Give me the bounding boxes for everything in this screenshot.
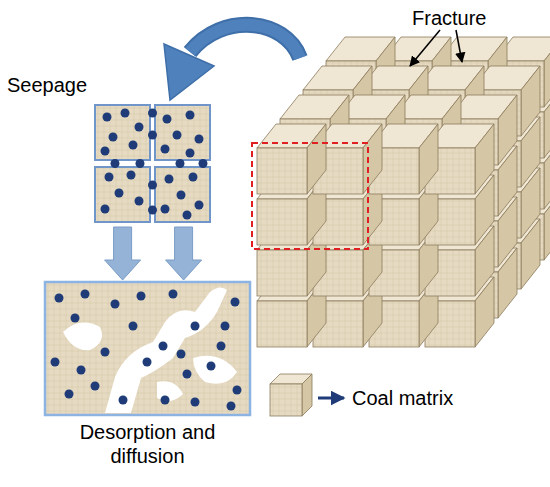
gas-molecule xyxy=(189,173,198,182)
gas-molecule xyxy=(176,159,185,168)
flow-arrow xyxy=(166,227,202,280)
matrix-block xyxy=(95,167,150,222)
part-label: Fracture xyxy=(412,6,486,30)
node-heading: Desorption and diffusion xyxy=(45,420,250,468)
gas-molecule xyxy=(135,197,144,206)
cube-front-face xyxy=(257,148,307,194)
gas-molecule xyxy=(231,298,240,307)
gas-molecule xyxy=(165,175,174,184)
selection-box xyxy=(252,143,368,249)
leader-line xyxy=(456,30,462,62)
gas-molecule xyxy=(115,189,124,198)
cube-side-face xyxy=(307,124,326,194)
gas-molecule xyxy=(159,342,168,351)
gas-molecule xyxy=(77,366,86,375)
cube-side-face xyxy=(363,124,382,194)
gas-molecule xyxy=(221,322,230,331)
gas-molecule xyxy=(227,402,236,411)
gas-molecule xyxy=(161,396,170,405)
gas-molecule xyxy=(136,159,145,168)
node-heading: Seepage xyxy=(7,73,97,97)
gas-molecule xyxy=(199,159,208,168)
gas-molecule xyxy=(105,173,114,182)
gas-molecule xyxy=(143,358,152,367)
matrix-box: Desorption and diffusion xyxy=(45,282,250,415)
cube-side-face xyxy=(498,95,517,165)
gas-molecule xyxy=(91,382,100,391)
gas-molecule xyxy=(137,292,146,301)
gas-molecule xyxy=(177,350,186,359)
legend-text: Coal matrix xyxy=(352,386,453,410)
gas-molecule xyxy=(103,113,112,122)
gas-molecule xyxy=(101,147,110,156)
curved-arrow xyxy=(190,25,300,58)
matrix-block xyxy=(155,167,210,222)
gas-molecule xyxy=(173,131,182,140)
gas-molecule xyxy=(109,133,118,142)
node-shape xyxy=(95,105,210,222)
coal-cube-block xyxy=(257,37,550,347)
leader-line xyxy=(410,30,440,66)
flow-arrow xyxy=(105,227,141,280)
cube-front-face xyxy=(257,301,307,347)
gas-molecule xyxy=(127,171,136,180)
gas-molecule xyxy=(233,386,242,395)
cube-front-face xyxy=(257,199,307,245)
gas-molecule xyxy=(71,314,80,323)
gas-molecule xyxy=(101,205,110,214)
gas-molecule xyxy=(129,141,138,150)
matrix-block xyxy=(155,105,210,160)
gas-molecule xyxy=(177,191,186,200)
gas-molecule xyxy=(161,205,170,214)
cube-side-face xyxy=(521,66,540,136)
pore xyxy=(105,287,227,413)
gas-molecule xyxy=(101,348,110,357)
matrix-frame xyxy=(45,282,250,415)
cube-front-face xyxy=(257,250,307,296)
cube-side-face xyxy=(544,37,550,107)
gas-molecule xyxy=(217,342,226,351)
seepage-box: Seepage xyxy=(95,105,210,222)
gas-molecule xyxy=(65,390,74,399)
gas-molecule xyxy=(183,370,192,379)
curved-arrow-head xyxy=(164,44,214,100)
gas-molecule xyxy=(119,396,128,405)
pore xyxy=(193,356,237,384)
gas-molecule xyxy=(191,398,200,407)
pore xyxy=(63,323,102,351)
gas-molecule xyxy=(111,300,120,309)
cube-side-face xyxy=(419,124,438,194)
gas-molecule xyxy=(135,123,144,132)
gas-molecule xyxy=(169,290,178,299)
gas-molecule xyxy=(186,149,195,158)
gas-molecule xyxy=(148,109,157,118)
legend-cube xyxy=(270,374,312,416)
gas-molecule xyxy=(186,111,195,120)
gas-molecule xyxy=(121,109,130,118)
gas-molecule xyxy=(111,159,120,168)
matrix-block xyxy=(95,105,150,160)
gas-molecule xyxy=(161,145,170,154)
gas-molecule xyxy=(55,294,64,303)
legend-arrow xyxy=(318,397,344,400)
gas-molecule xyxy=(163,115,172,124)
gas-molecule xyxy=(207,362,216,371)
curved-arrow xyxy=(190,25,300,58)
gas-molecule xyxy=(148,206,157,215)
gas-molecule xyxy=(51,358,60,367)
gas-molecule xyxy=(191,322,200,331)
gas-molecule xyxy=(195,135,204,144)
gas-molecule xyxy=(148,131,157,140)
gas-molecule xyxy=(129,322,138,331)
node-shape xyxy=(45,282,250,415)
gas-molecule xyxy=(148,181,157,190)
gas-molecule xyxy=(81,290,90,299)
gas-molecule xyxy=(183,211,192,220)
cube-side-face xyxy=(475,124,494,194)
gas-molecule xyxy=(195,201,204,210)
